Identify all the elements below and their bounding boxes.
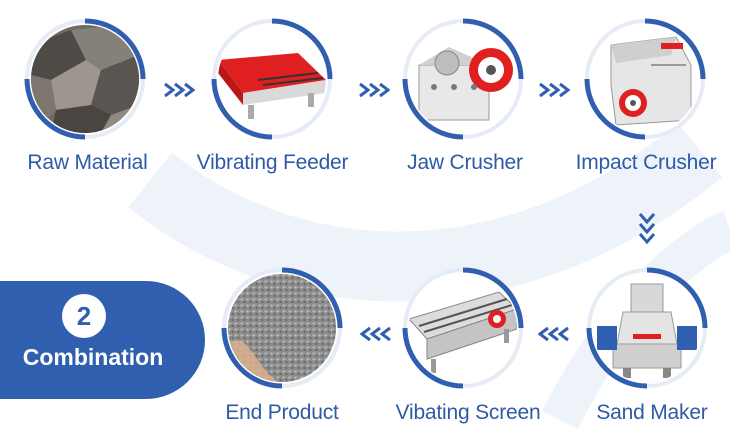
step-label: Impact Crusher: [575, 151, 717, 174]
combination-badge: [0, 281, 205, 399]
step-vibrating-feeder: [197, 4, 347, 154]
badge-number: 2: [62, 294, 106, 338]
step-raw-material: [10, 4, 160, 154]
step-impact-crusher: [570, 4, 720, 154]
impact-crusher-icon: [591, 25, 699, 133]
end-product-icon: [228, 274, 336, 382]
badge-label: Combination: [22, 344, 164, 370]
vibrating-screen-icon: [409, 274, 517, 382]
chevron-down-icon: [638, 213, 656, 245]
chevron-left-icon: [360, 326, 391, 342]
step-label: Jaw Crusher: [407, 151, 523, 174]
step-label: Sand Maker: [596, 401, 708, 424]
step-sand-maker: [572, 253, 722, 403]
step-label: Vibating Screen: [395, 401, 541, 424]
step-vibrating-screen: [388, 253, 538, 403]
step-label: End Product: [225, 401, 339, 424]
jaw-crusher-icon: [409, 25, 517, 133]
step-label: Vibrating Feeder: [196, 151, 349, 174]
step-jaw-crusher: [388, 4, 538, 154]
chevron-right-icon: [359, 82, 390, 98]
sand-maker-icon: [593, 274, 701, 382]
chevron-right-icon: [539, 82, 570, 98]
step-label: Raw Material: [27, 151, 148, 174]
raw-material-icon: [31, 25, 139, 133]
chevron-right-icon: [164, 82, 195, 98]
chevron-left-icon: [538, 326, 569, 342]
vibrating-feeder-icon: [218, 25, 326, 133]
step-end-product: [207, 253, 357, 403]
